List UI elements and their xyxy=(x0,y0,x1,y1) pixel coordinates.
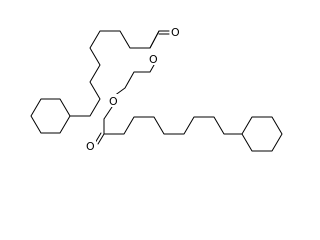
atom-o-ester-bottom: O xyxy=(107,94,119,108)
carbonyl-bond-bottom xyxy=(97,133,105,145)
ethylene-linker xyxy=(113,57,159,97)
structure-canvas: O O O O xyxy=(30,25,283,153)
atom-o-ester-top: O xyxy=(147,52,159,66)
oxygen-label: O xyxy=(171,26,180,39)
oxygen-label: O xyxy=(109,95,118,108)
atom-o-carbonyl-top: O xyxy=(170,25,180,39)
hexyl-chain-bottom xyxy=(103,116,243,135)
oxygen-label: O xyxy=(86,140,95,153)
hexyl-chain-top xyxy=(69,30,160,117)
atom-o-carbonyl-bottom: O xyxy=(84,139,96,153)
ester-bond-top xyxy=(149,30,160,49)
cyclohexane-ring-bottom-right xyxy=(241,116,283,152)
cyclohexane-ring-top-left xyxy=(30,98,71,134)
oxygen-label: O xyxy=(149,53,158,66)
